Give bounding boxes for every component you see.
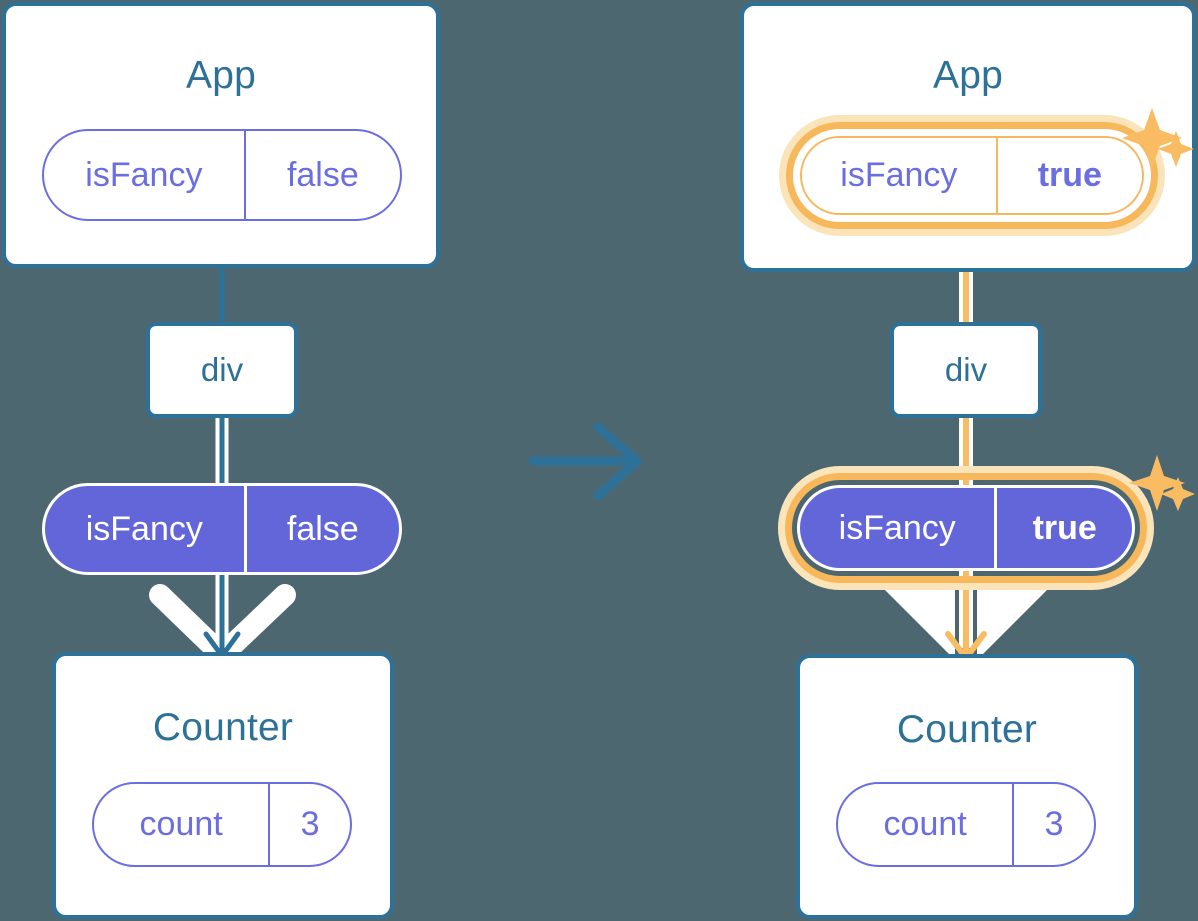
state-name-before: isFancy: [85, 155, 203, 194]
counter-state-name-after: count: [883, 805, 967, 843]
counter-card-title-before: Counter: [152, 706, 294, 749]
props-value-before: false: [243, 486, 399, 572]
props-value-after: true: [994, 488, 1132, 568]
transition-arrow-right-icon: [528, 422, 642, 501]
app-card-title-after: App: [933, 54, 1003, 97]
sparkle-large-icon-app: [1122, 108, 1182, 168]
props-name-after: isFancy: [838, 508, 956, 547]
counter-state-value-after: 3: [1012, 784, 1094, 865]
div-node-label-after: div: [944, 351, 988, 388]
div-node-label-before: div: [200, 351, 244, 388]
sparkle-large-icon-props: [1129, 455, 1185, 511]
props-pill-after: isFancy true: [797, 485, 1135, 571]
app-state-pill-before: isFancy false: [42, 129, 402, 221]
state-value-after: true: [995, 138, 1142, 213]
sparkle-small-icon-props: [1161, 477, 1195, 511]
sparkle-small-icon-app: [1158, 131, 1194, 167]
app-state-pill-after: isFancy true: [800, 136, 1144, 215]
div-node-before: div: [146, 322, 298, 418]
div-node-after: div: [890, 322, 1042, 418]
props-pill-before: isFancy false: [42, 483, 402, 575]
counter-state-pill-before: count 3: [92, 782, 352, 867]
state-name-after: isFancy: [840, 156, 958, 194]
app-card-title-before: App: [186, 54, 256, 97]
counter-state-value-before: 3: [268, 784, 350, 865]
props-chevron-right-2: [977, 585, 1052, 660]
state-value-before: false: [243, 131, 400, 219]
props-chevron-right: [880, 585, 955, 660]
props-name-before: isFancy: [85, 509, 203, 548]
counter-state-name-before: count: [139, 805, 223, 843]
counter-state-pill-after: count 3: [836, 782, 1096, 867]
counter-card-title-after: Counter: [896, 708, 1038, 751]
